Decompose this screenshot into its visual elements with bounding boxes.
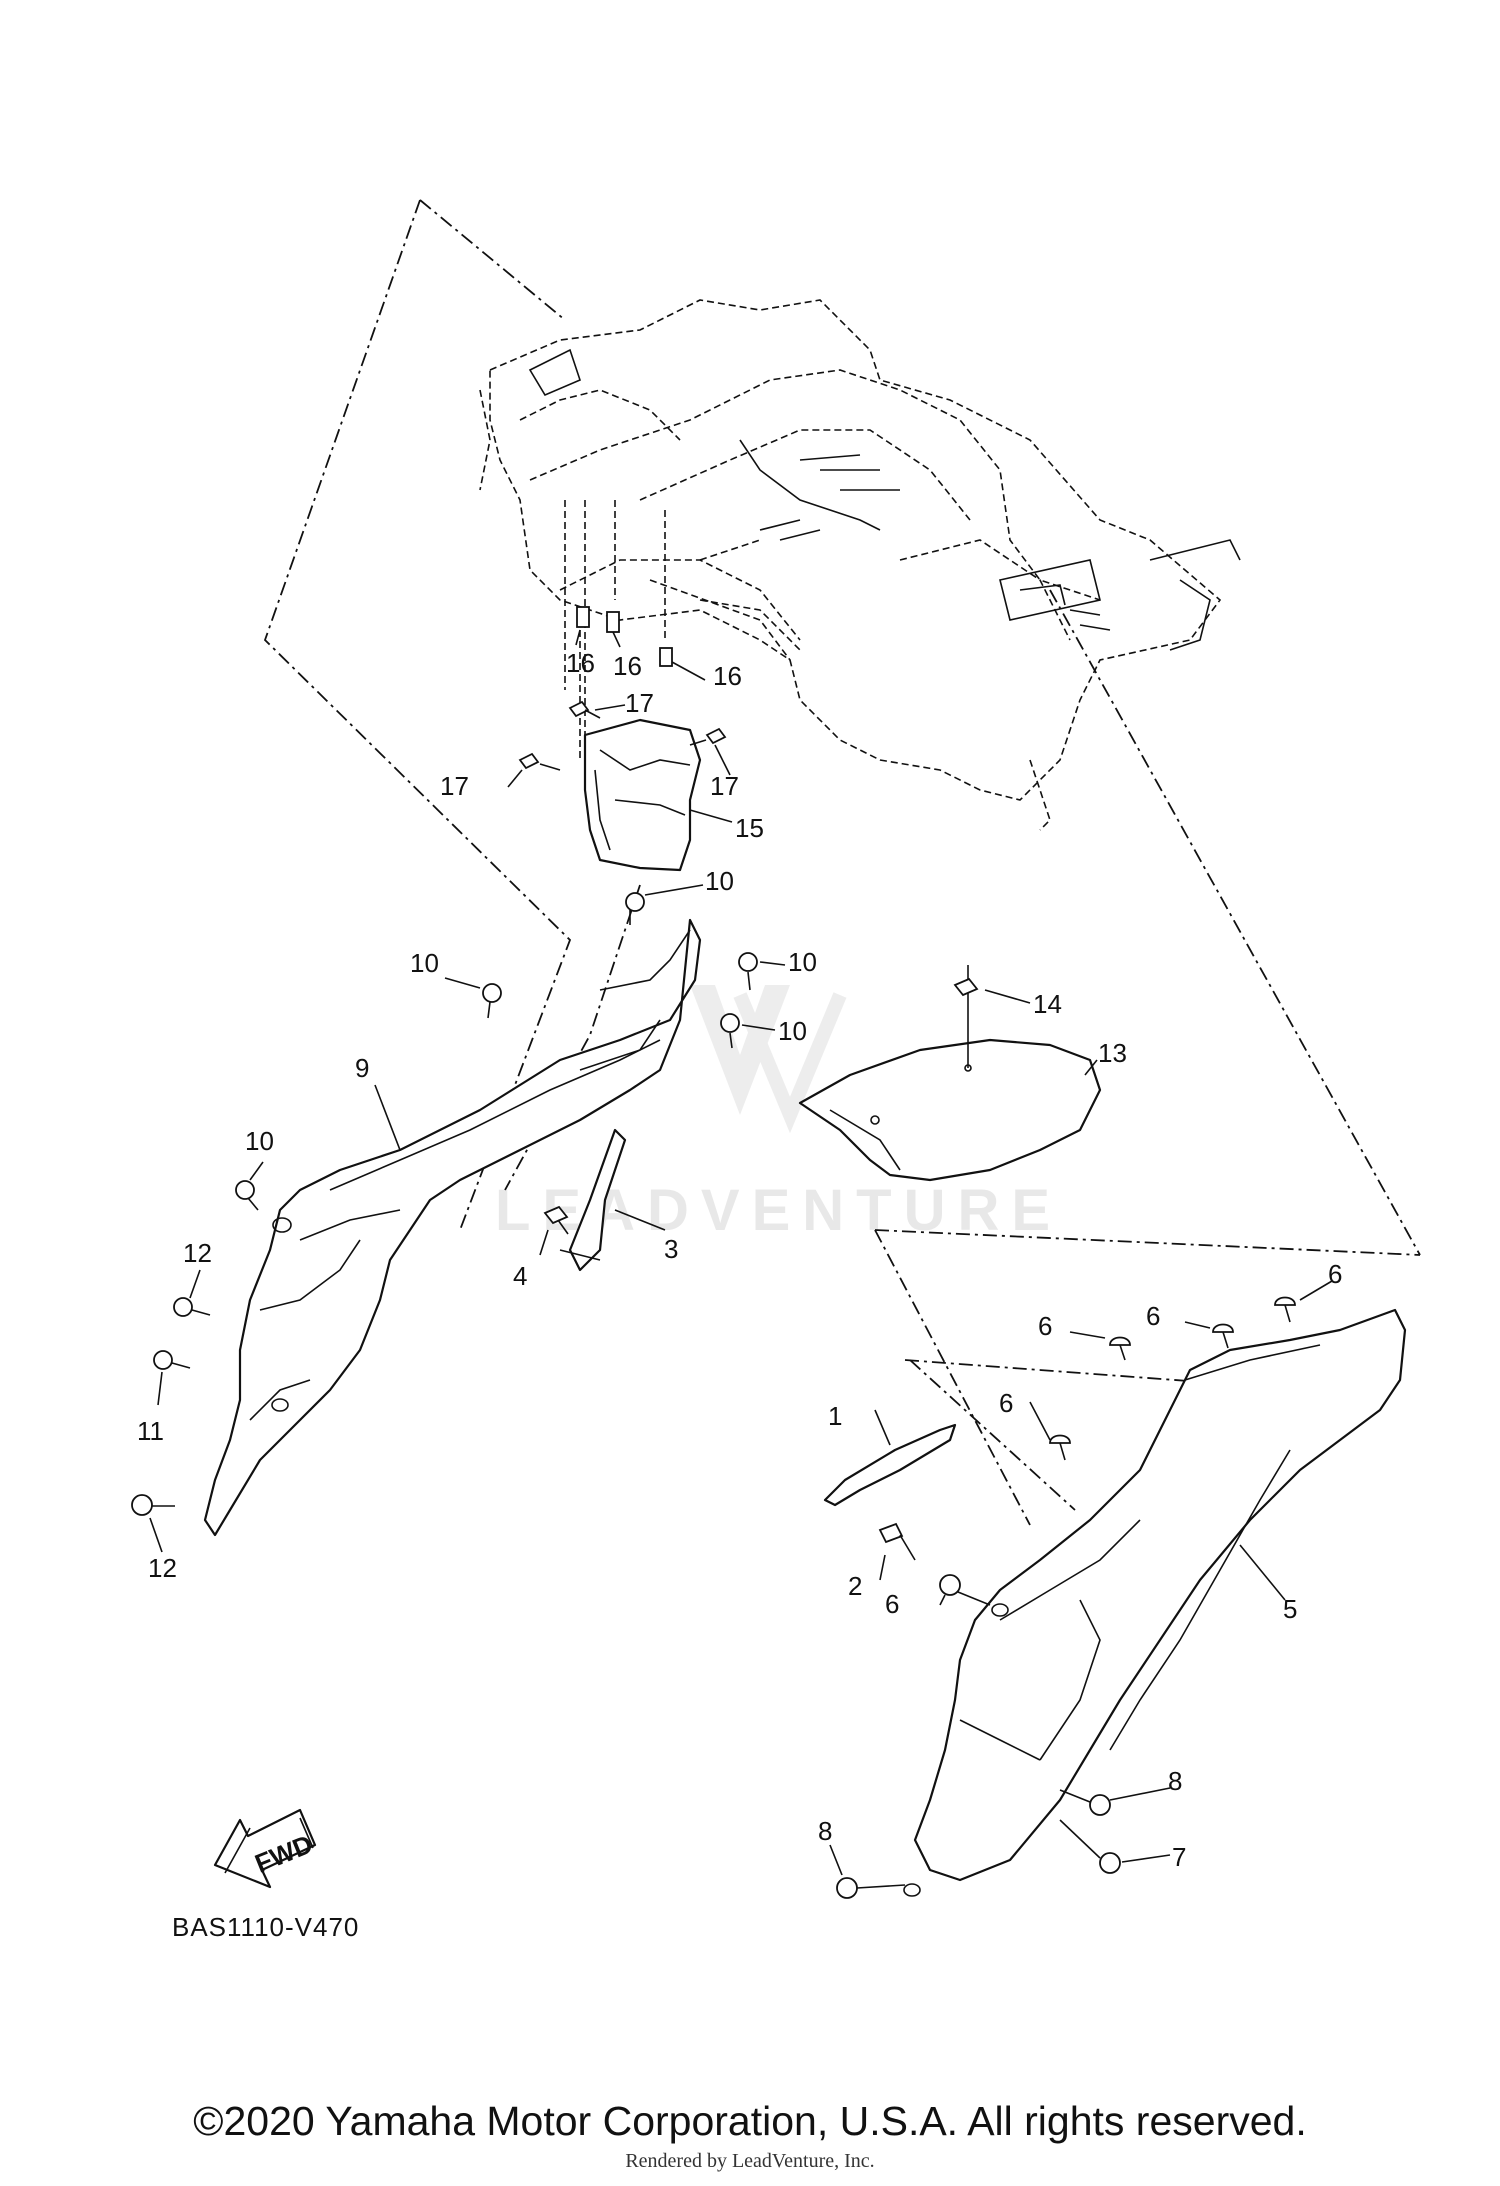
callout-4: 4 bbox=[513, 1261, 527, 1291]
bolt-6-c bbox=[1212, 1323, 1234, 1333]
fwd-arrow: FWD bbox=[213, 1808, 317, 1889]
bolt-12-b bbox=[131, 1494, 153, 1516]
callout-11: 11 bbox=[137, 1416, 164, 1446]
part-17-bolts bbox=[518, 700, 727, 771]
callout-6-e: 6 bbox=[885, 1589, 899, 1619]
part-15-duct bbox=[583, 718, 702, 872]
bolt-14 bbox=[953, 977, 979, 997]
callout-12-a: 12 bbox=[183, 1238, 212, 1268]
callout-leaders bbox=[149, 629, 1333, 1876]
bolt-10-b bbox=[482, 983, 502, 1003]
part-4-bolt bbox=[543, 1205, 569, 1235]
bolt-7 bbox=[1099, 1852, 1121, 1874]
part-3-bracket bbox=[559, 1128, 627, 1272]
callout-3: 3 bbox=[664, 1234, 678, 1264]
part-10-bolts bbox=[235, 892, 758, 1211]
part-6-bolts bbox=[939, 1296, 1296, 1606]
part-1-guard bbox=[823, 1423, 957, 1561]
bolt-8-b bbox=[836, 1877, 858, 1899]
clip-16-b bbox=[606, 611, 620, 633]
callout-1: 1 bbox=[828, 1401, 842, 1431]
bolt-12-a bbox=[173, 1297, 193, 1317]
callout-10-b: 10 bbox=[410, 948, 439, 978]
rendered-by-notice: Rendered by LeadVenture, Inc. bbox=[625, 2150, 875, 2172]
callout-10-d: 10 bbox=[778, 1016, 807, 1046]
part-11-12-bolts bbox=[131, 1297, 211, 1516]
callout-6-c: 6 bbox=[1146, 1301, 1160, 1331]
callout-labels: 1 2 3 4 5 6 6 6 6 6 7 8 8 9 10 10 10 10 … bbox=[137, 648, 1342, 1872]
callout-10-c: 10 bbox=[788, 947, 817, 977]
callout-13: 13 bbox=[1098, 1038, 1127, 1068]
callout-16-c: 16 bbox=[713, 661, 742, 691]
bolt-6-a bbox=[1274, 1296, 1296, 1306]
bolt-11 bbox=[153, 1350, 173, 1370]
callout-17-a: 17 bbox=[625, 688, 654, 718]
callout-14: 14 bbox=[1033, 989, 1062, 1019]
callout-6-b: 6 bbox=[1038, 1311, 1052, 1341]
bolt-17-a bbox=[568, 700, 590, 718]
part-7-8-bolts bbox=[836, 1789, 1121, 1899]
bolt-10-c bbox=[738, 952, 758, 972]
callout-16-b: 16 bbox=[613, 651, 642, 681]
callout-16-a: 16 bbox=[566, 648, 595, 678]
bolt-17-b bbox=[518, 752, 540, 770]
clip-16-c bbox=[659, 647, 673, 667]
callout-2: 2 bbox=[848, 1571, 862, 1601]
bolt-6-d bbox=[1049, 1434, 1071, 1444]
part-13-heat-shield bbox=[798, 965, 1102, 1182]
callout-17-b: 17 bbox=[440, 771, 469, 801]
callout-17-c: 17 bbox=[710, 771, 739, 801]
callout-7: 7 bbox=[1172, 1842, 1186, 1872]
diagram-code: BAS1110-V470 bbox=[172, 1912, 359, 1942]
callout-5: 5 bbox=[1283, 1594, 1297, 1624]
callout-10-a: 10 bbox=[705, 866, 734, 896]
bolt-2 bbox=[878, 1522, 904, 1544]
clip-16-a bbox=[576, 606, 590, 628]
part-5-side-cover bbox=[903, 1308, 1407, 1897]
callout-9: 9 bbox=[355, 1053, 369, 1083]
bolt-6-b bbox=[1109, 1336, 1131, 1346]
bolt-10-e bbox=[235, 1180, 255, 1200]
bolt-17-c bbox=[705, 727, 727, 745]
callout-12-b: 12 bbox=[148, 1553, 177, 1583]
bolt-8-a bbox=[1089, 1794, 1111, 1816]
part-16-clips bbox=[576, 606, 673, 667]
callout-8-a: 8 bbox=[1168, 1766, 1182, 1796]
callout-6-d: 6 bbox=[999, 1388, 1013, 1418]
bolt-10-a bbox=[625, 892, 645, 912]
part-9-side-cover bbox=[203, 918, 702, 1537]
callout-15: 15 bbox=[735, 813, 764, 843]
callout-8-b: 8 bbox=[818, 1816, 832, 1846]
callout-10-e: 10 bbox=[245, 1126, 274, 1156]
bolt-10-d bbox=[720, 1013, 740, 1033]
copyright-notice: ©2020 Yamaha Motor Corporation, U.S.A. A… bbox=[193, 2098, 1307, 2144]
guide-lines bbox=[263, 199, 1421, 1526]
alignment-lines bbox=[564, 500, 666, 760]
bolt-6-e bbox=[939, 1574, 961, 1596]
callout-6-a: 6 bbox=[1328, 1259, 1342, 1289]
